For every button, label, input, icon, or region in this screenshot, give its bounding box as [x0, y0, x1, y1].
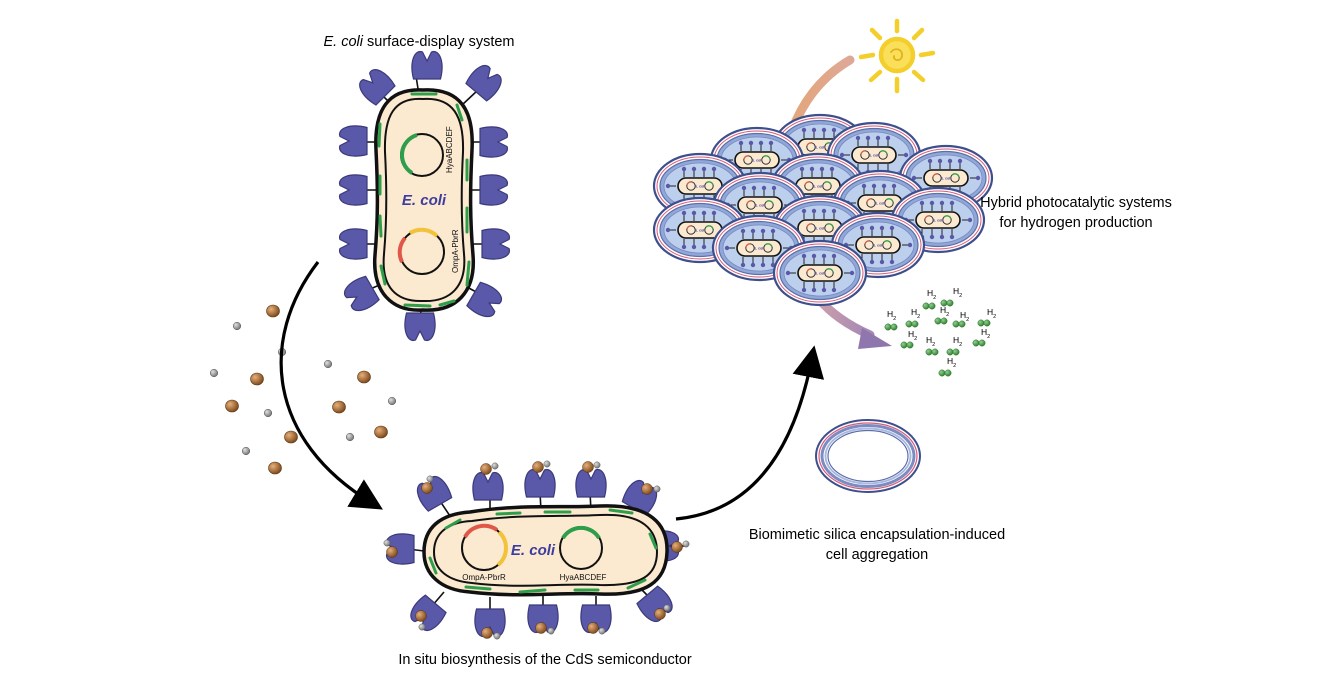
hybrid-label-line2: for hydrogen production — [999, 215, 1152, 231]
arrow-to-biosynthesis — [279, 261, 383, 510]
h2-label: H2 — [987, 307, 996, 320]
bottom-ecoli-cell: OmpA-PbrR E. coli HyaABCDEF — [383, 460, 690, 640]
bottom-plasmid1-label: OmpA-PbrR — [462, 573, 506, 582]
top-plasmid1-label: HyaABCDEF — [445, 126, 454, 173]
top-plasmid2-label: OmpA-PbrR — [451, 229, 460, 273]
bottom-plasmid2-label: HyaABCDEF — [560, 573, 607, 582]
h2-label: H2 — [940, 305, 949, 318]
top-cell-title: E. coli surface-display system — [324, 34, 515, 50]
h2-label: H2 — [953, 286, 962, 299]
silica-label-line2: cell aggregation — [826, 547, 928, 563]
top-ecoli-cell: HyaABCDEF E. coli OmpA-PbrR — [338, 50, 511, 342]
h2-label: H2 — [911, 307, 920, 320]
top-cell-name: E. coli — [402, 192, 447, 209]
bottom-caption: In situ biosynthesis of the CdS semicond… — [398, 652, 692, 668]
h2-label: H2 — [887, 309, 896, 322]
h2-label: H2 — [953, 335, 962, 348]
hybrid-label-line1: Hybrid photocatalytic systems — [980, 195, 1172, 211]
hydrogen-molecules: H2 H2 H2 H2 H2 H2 H2 H2 H2 H2 H2 H2 — [884, 286, 996, 377]
silica-shell-ring — [815, 419, 921, 493]
h2-label: H2 — [960, 310, 969, 323]
h2-label: H2 — [926, 335, 935, 348]
h2-label: H2 — [981, 327, 990, 340]
bottom-cell-name: E. coli — [511, 542, 556, 559]
h2-label: H2 — [908, 329, 917, 342]
h2-label: H2 — [947, 356, 956, 369]
arrow-to-hybrid-system — [675, 345, 825, 521]
cell-aggregate — [652, 113, 994, 307]
sun-icon — [858, 18, 936, 94]
h2-label: H2 — [927, 288, 936, 301]
cd-s-particles — [209, 304, 397, 475]
light-path-head — [858, 328, 892, 349]
silica-label-line1: Biomimetic silica encapsulation-induced — [749, 527, 1005, 543]
